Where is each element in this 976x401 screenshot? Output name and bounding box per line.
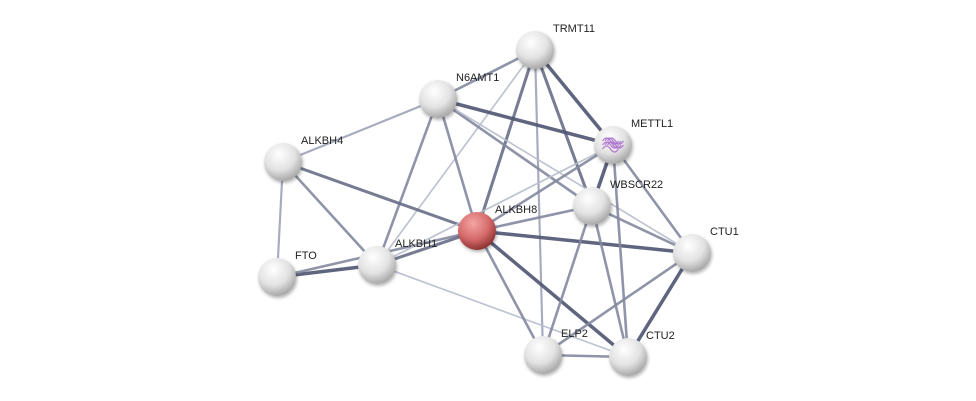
node-circle[interactable] [264,143,302,181]
node-circle[interactable] [358,246,396,284]
edge-n6amt1-mettl1[interactable] [437,97,614,147]
edge-alkbh8-ctu1[interactable] [476,229,693,255]
node-label: ALKBH4 [301,135,343,147]
node-circle[interactable] [258,258,296,296]
node-wbscr22[interactable]: WBSCR22 [573,179,663,225]
node-circle[interactable] [419,80,457,118]
node-label: FTO [295,250,317,262]
edge-alkbh8-elp2[interactable] [475,230,545,356]
node-label: TRMT11 [553,23,595,35]
node-label: METTL1 [631,118,673,130]
edge-mettl1-ctu2[interactable] [611,144,630,358]
edge-alkbh8-ctu2[interactable] [475,229,630,359]
node-label: CTU1 [710,226,739,238]
edge-wbscr22-ctu2[interactable] [590,205,630,358]
node-circle[interactable] [609,338,647,376]
node-circle[interactable] [673,234,711,272]
edge-n6amt1-alkbh4[interactable] [282,98,439,163]
node-label: WBSCR22 [610,179,663,191]
node-alkbh4[interactable]: ALKBH4 [264,135,343,181]
edge-n6amt1-alkbh1[interactable] [375,98,440,266]
edge-n6amt1-alkbh8[interactable] [436,98,479,232]
node-circle[interactable] [458,212,496,250]
edge-trmt11-mettl1[interactable] [533,48,615,147]
edge-alkbh8-mettl1[interactable] [476,143,614,233]
edge-alkbh4-fto[interactable] [275,161,285,278]
edge-layer [275,48,694,359]
node-circle[interactable] [524,336,562,374]
node-fto[interactable]: FTO [258,250,317,296]
edge-alkbh4-alkbh8[interactable] [282,160,478,233]
edge-ctu1-elp2[interactable] [542,251,693,357]
node-ctu1[interactable]: CTU1 [673,226,739,272]
node-circle[interactable] [516,31,554,69]
node-ctu2[interactable]: CTU2 [609,330,675,376]
node-label: ALKBH8 [495,204,537,216]
node-alkbh1[interactable]: ALKBH1 [358,238,437,284]
edge-mettl1-ctu1[interactable] [611,144,694,254]
node-label: ALKBH1 [395,238,437,250]
edge-wbscr22-elp2[interactable] [541,205,594,356]
node-trmt11[interactable]: TRMT11 [516,23,595,69]
edge-alkbh4-alkbh1[interactable] [282,161,378,266]
protein-structure-icon [602,137,624,153]
edge-alkbh1-mettl1[interactable] [376,144,614,266]
edge-trmt11-elp2[interactable] [533,49,545,356]
edge-alkbh8-wbscr22[interactable] [476,204,593,233]
node-label: CTU2 [646,330,675,342]
node-elp2[interactable]: ELP2 [524,328,588,374]
edge-trmt11-wbscr22[interactable] [533,49,594,207]
node-alkbh8[interactable]: ALKBH8 [458,204,537,250]
node-label: ELP2 [561,328,588,340]
edge-alkbh1-ctu2[interactable] [376,264,629,358]
node-mettl1[interactable]: METTL1 [594,118,673,164]
edge-ctu1-ctu2[interactable] [626,252,694,358]
edge-n6amt1-wbscr22[interactable] [437,97,593,208]
node-label: N6AMT1 [456,72,499,84]
node-circle[interactable] [573,187,611,225]
node-layer: TRMT11N6AMT1METTL1ALKBH4WBSCR22ALKBH8CTU… [258,23,739,376]
node-n6amt1[interactable]: N6AMT1 [419,72,499,118]
